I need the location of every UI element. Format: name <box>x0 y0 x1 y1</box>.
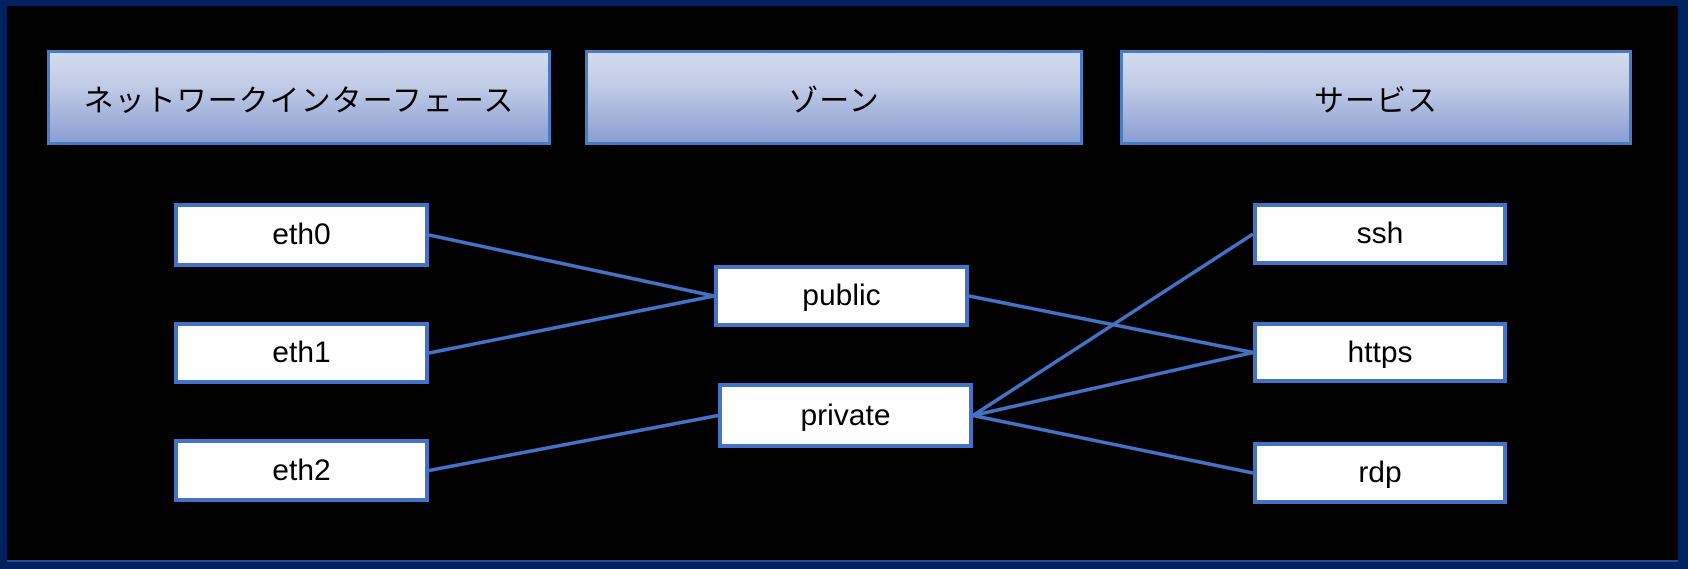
node-label: eth1 <box>272 336 331 369</box>
column-header-label: サービス <box>1314 84 1438 118</box>
node-rdp-service: rdp <box>1253 442 1507 504</box>
node-label: eth0 <box>272 218 331 251</box>
node-https-service: https <box>1253 322 1507 383</box>
column-header-label: ゾーン <box>788 84 880 118</box>
node-public-zone: public <box>714 265 969 327</box>
node-eth1: eth1 <box>174 322 429 384</box>
column-header-label: ネットワークインターフェース <box>83 84 515 118</box>
edge-eth0-to-public <box>428 233 715 298</box>
edge-private-to-https <box>972 350 1254 418</box>
column-header-zones: ゾーン <box>585 50 1083 145</box>
node-ssh-service: ssh <box>1253 203 1507 265</box>
column-header-network-interfaces: ネットワークインターフェース <box>47 50 551 145</box>
node-eth2: eth2 <box>174 439 429 502</box>
node-private-zone: private <box>718 383 973 448</box>
edge-eth1-to-public <box>428 294 715 355</box>
edge-private-to-ssh <box>972 232 1254 417</box>
node-label: https <box>1347 335 1413 369</box>
node-label: rdp <box>1358 456 1402 489</box>
edge-private-to-rdp <box>972 413 1254 475</box>
column-header-services: サービス <box>1120 50 1632 145</box>
node-label: eth2 <box>272 453 331 487</box>
edge-eth2-to-private <box>428 413 719 473</box>
node-label: private <box>800 398 891 432</box>
node-label: ssh <box>1356 217 1404 250</box>
node-eth0: eth0 <box>174 203 429 267</box>
node-label: public <box>802 279 881 312</box>
